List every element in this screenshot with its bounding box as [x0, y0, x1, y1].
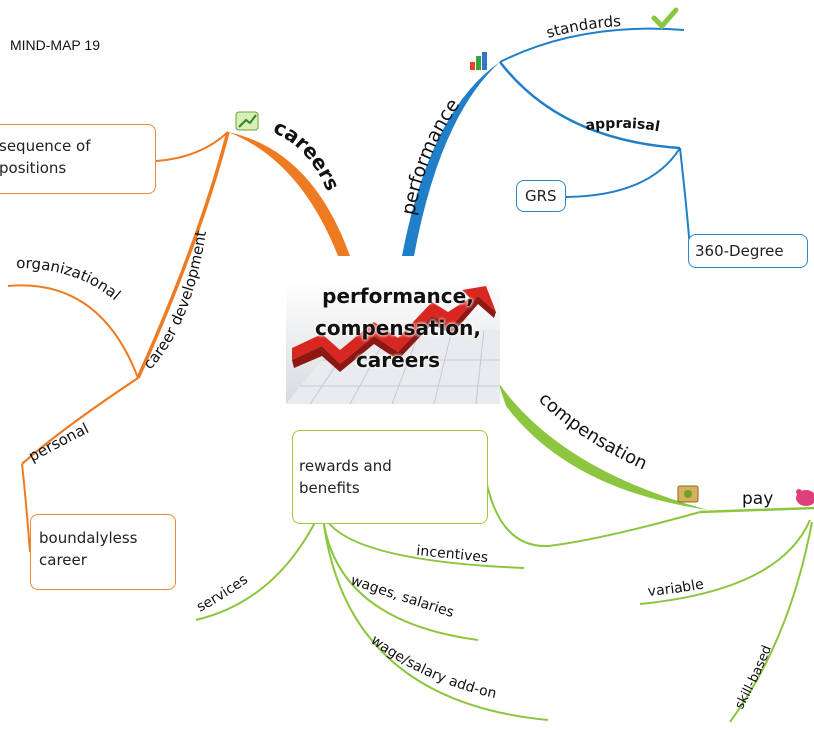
careers-branch	[228, 132, 350, 256]
central-topic: performance, compensation, careers	[292, 280, 504, 376]
central-topic-line-2: compensation,	[315, 316, 481, 340]
boundaryless-link	[21, 463, 31, 553]
grs-text: GRS	[525, 187, 557, 205]
central-image	[286, 282, 500, 405]
skill-link	[729, 521, 813, 723]
variable-label: variable	[647, 576, 705, 600]
performance-branch	[402, 62, 500, 256]
personal-link	[21, 377, 139, 465]
map-title: MIND-MAP 19	[10, 37, 100, 53]
rewards-line-2: benefits	[299, 479, 360, 497]
incentives-label: incentives	[416, 543, 489, 566]
variable-link	[639, 519, 811, 605]
rewards-and-benefits-node[interactable]: rewards and benefits	[292, 430, 488, 524]
trend-up-icon	[235, 111, 259, 131]
check-icon	[651, 7, 679, 30]
wages-link	[321, 507, 479, 641]
central-topic-line-3: careers	[355, 348, 441, 372]
organizational-link	[7, 284, 139, 379]
boundaryless-career-node[interactable]: boundalyless career	[30, 514, 176, 590]
standards-link	[499, 27, 685, 63]
appraisal-label: appraisal	[585, 116, 661, 136]
degree360-link	[679, 147, 691, 251]
compensation-label: compensation	[534, 388, 650, 474]
boundaryless-line-1: boundalyless	[39, 529, 138, 547]
performance-label: performance	[397, 95, 464, 217]
rewards-to-pay-link	[485, 479, 701, 548]
sequence-line-2: positions	[0, 159, 67, 177]
personal-label: personal	[25, 419, 91, 465]
rewards-line-1: rewards and	[299, 457, 392, 475]
central-topic-line-1: performance,	[322, 284, 474, 308]
careers-to-sequence-link	[155, 131, 229, 162]
pay-link	[699, 506, 814, 514]
bar-chart-icon	[470, 52, 487, 70]
grs-link	[565, 147, 681, 198]
sequence-line-1: sequence of	[0, 137, 91, 155]
sequence-of-positions-node[interactable]: sequence of positions	[0, 124, 156, 194]
services-label: services	[194, 572, 251, 616]
degree360-node[interactable]: 360-Degree	[688, 234, 808, 268]
career-development-label: career development	[140, 229, 210, 373]
degree360-text: 360-Degree	[695, 242, 784, 260]
pay-label: pay	[742, 489, 773, 509]
career-development-link	[136, 131, 230, 379]
grs-node[interactable]: GRS	[516, 180, 566, 212]
money-icon	[677, 485, 699, 503]
standards-label: standards	[544, 12, 621, 42]
boundaryless-line-2: career	[39, 551, 87, 569]
addon-label: wage/salary add-on	[368, 632, 498, 702]
appraisal-link	[499, 61, 681, 150]
skill-label: skill-based	[732, 643, 775, 711]
piggy-bank-icon	[796, 489, 814, 506]
addon-link	[321, 507, 549, 721]
services-link	[195, 507, 323, 621]
